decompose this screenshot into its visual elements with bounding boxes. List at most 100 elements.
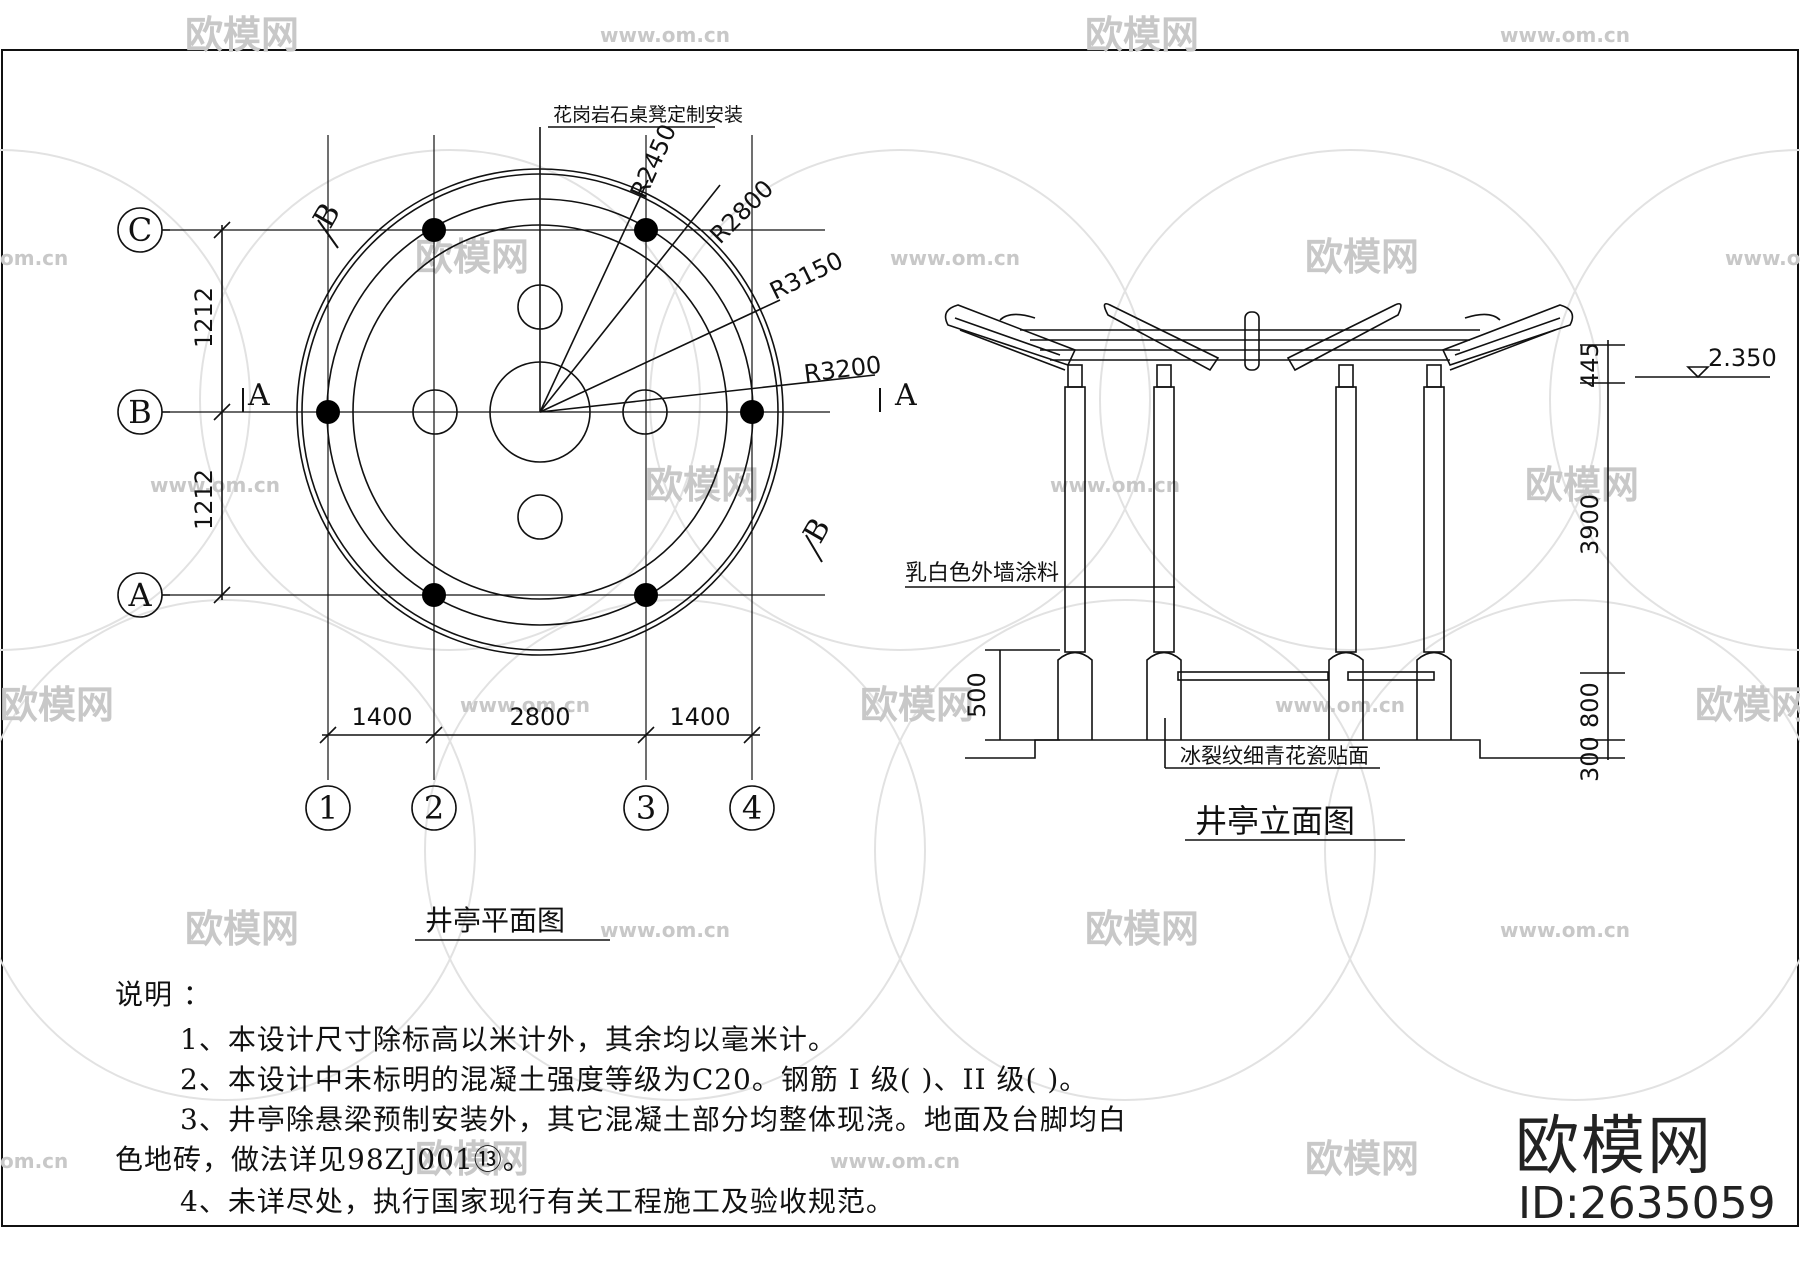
section-mark-b-bottom	[805, 534, 823, 563]
watermark-arcs	[0, 149, 1800, 1101]
wm-brand-11: 欧模网	[1085, 907, 1199, 951]
note-item-2: 2、本设计中未标明的混凝土强度等级为C20。钢筋 I 级( )、II 级( )。	[180, 1063, 1089, 1096]
bench-left	[1177, 671, 1329, 681]
wm-url-9: www.om.cn	[1275, 693, 1405, 717]
elev-column-3	[1335, 386, 1357, 653]
axis-label-2: 2	[424, 789, 444, 827]
plan-columns	[316, 218, 764, 607]
radius-label-r2450: R2450	[625, 120, 682, 202]
section-label-a-left: A	[247, 378, 270, 413]
col-dim-middle: 2800	[509, 703, 570, 731]
radius-line-r2800	[539, 184, 721, 413]
elevation-title: 井亭立面图	[1195, 802, 1355, 840]
roof-beam-left-lines	[954, 317, 1066, 371]
wm-brand-4: 欧模网	[1305, 235, 1419, 279]
wm-url-2: www.om.cn	[1500, 23, 1630, 47]
elev-base-3	[1328, 651, 1364, 740]
roof-rafter-ends	[999, 313, 1501, 321]
radius-label-r3150: R3150	[765, 246, 847, 305]
note-item-4: 4、未详尽处，执行国家现行有关工程施工及验收规范。	[180, 1185, 895, 1218]
post-cap-4	[1426, 364, 1442, 388]
wm-brand-1: 欧模网	[185, 13, 299, 57]
column-dot	[634, 218, 658, 242]
axis-bubble-2	[411, 785, 457, 831]
elev-dim-left: 500	[963, 672, 991, 718]
wm-url-12: om.cn	[0, 1149, 68, 1173]
col-dim-tick-2	[425, 726, 443, 744]
elev-dim-800: 800	[1576, 682, 1604, 728]
elev-column-4	[1423, 386, 1445, 653]
elev-dim-445: 445	[1576, 342, 1604, 388]
row-dim-tick-2	[213, 403, 231, 421]
axis-bubble-1	[305, 785, 351, 831]
bench-right	[1347, 671, 1435, 681]
note-item-3b: 色地砖，做法详见98ZJ001⑬。	[115, 1143, 532, 1176]
wm-url-7: www.om.cn	[1050, 473, 1180, 497]
wm-url-1: www.om.cn	[600, 23, 730, 47]
axis-bubble-4	[729, 785, 775, 831]
wm-brand-6: 欧模网	[1525, 463, 1639, 507]
col-dim-tick-4	[743, 726, 761, 744]
brand-logo-text: 欧模网	[1515, 1110, 1713, 1184]
note-item-1: 1、本设计尺寸除标高以米计外，其余均以毫米计。	[180, 1023, 837, 1056]
plan-annotation: 花岗岩石桌凳定制安装	[553, 104, 743, 126]
level-value: 2.350	[1708, 344, 1777, 372]
wm-url-6: www.om.cn	[150, 473, 280, 497]
ground-line	[965, 739, 1590, 759]
elev-column-1	[1064, 386, 1086, 653]
column-dot	[634, 583, 658, 607]
wm-brand-2: 欧模网	[1085, 13, 1199, 57]
row-dim-lower: 1212	[190, 469, 218, 530]
radius-line-r3200	[539, 374, 876, 413]
level-triangle	[1686, 366, 1710, 379]
post-cap-3	[1338, 364, 1354, 388]
wall-paint-label: 乳白色外墙涂料	[905, 561, 1059, 586]
roof-center-post	[1244, 311, 1260, 371]
col-dim-tick-3	[637, 726, 655, 744]
axis-label-b: B	[128, 393, 152, 431]
roof-rafters	[1020, 329, 1480, 361]
col-dim-right: 1400	[669, 703, 730, 731]
wm-brand-10: 欧模网	[185, 907, 299, 951]
note-item-3a: 3、井亭除悬梁预制安装外，其它混凝土部分均整体现浇。地面及台脚均白	[180, 1103, 1127, 1136]
wm-url-13: www.om.cn	[830, 1149, 960, 1173]
wm-brand-5: 欧模网	[645, 463, 759, 507]
wm-url-4: www.om.cn	[890, 246, 1020, 270]
section-label-a-right: A	[894, 378, 917, 413]
brand-id: ID:2635059	[1518, 1178, 1776, 1229]
wm-brand-8: 欧模网	[860, 683, 974, 727]
post-cap-2	[1156, 364, 1172, 388]
elev-base-2	[1146, 651, 1182, 740]
notes-heading: 说明 ：	[115, 978, 212, 1011]
wm-url-8: www.om.cn	[460, 693, 590, 717]
axis-label-4: 4	[742, 789, 762, 827]
radius-label-r2800: R2800	[704, 174, 779, 249]
wm-brand-7: 欧模网	[0, 683, 114, 727]
wm-brand-13: 欧模网	[1305, 1137, 1419, 1181]
base-tile-label: 冰裂纹细青花瓷贴面	[1180, 744, 1369, 768]
row-dim-tick-1	[213, 221, 231, 239]
roof-beam-inner-left	[1103, 302, 1220, 372]
row-dim-tick-3	[213, 586, 231, 604]
axis-label-1: 1	[318, 789, 338, 827]
axis-label-c: C	[128, 211, 152, 249]
section-label-b-top: B	[307, 197, 348, 234]
axis-label-a: A	[127, 576, 152, 614]
elev-dim-3900: 3900	[1576, 494, 1604, 555]
wm-url-3: om.cn	[0, 246, 68, 270]
col-dim-tick-1	[319, 726, 337, 744]
section-mark-b-top	[317, 219, 339, 249]
radius-line-r3150	[539, 299, 781, 413]
wm-brand-9: 欧模网	[1695, 683, 1800, 727]
elev-base-4	[1416, 651, 1452, 740]
stool-bottom	[517, 494, 563, 540]
wm-url-10: www.om.cn	[600, 918, 730, 942]
roof-beam-inner-right	[1286, 302, 1402, 372]
roof-beam-right	[1441, 304, 1574, 366]
section-label-b-bottom: B	[797, 512, 838, 549]
elevation-view	[905, 302, 1770, 841]
roof-beam-right-lines	[1449, 317, 1561, 371]
col-dim-left: 1400	[351, 703, 412, 731]
sheet-border	[1, 49, 1799, 1227]
